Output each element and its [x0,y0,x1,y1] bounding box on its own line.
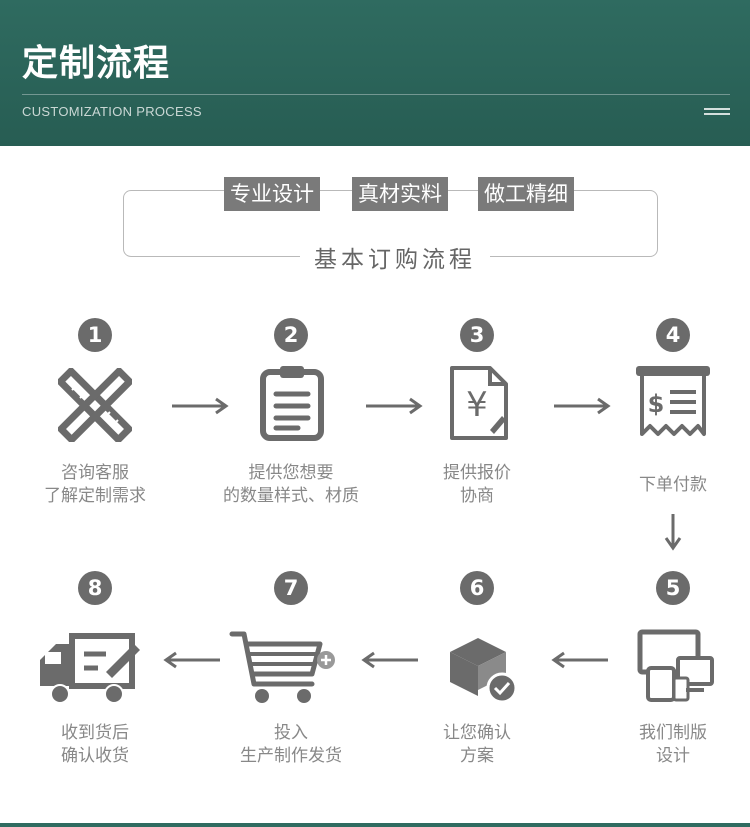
step-number-2: 2 [274,318,308,352]
step-label-line: 我们制版 [639,723,707,743]
step-label-3: 提供报价 协商 [412,462,542,508]
step-label-line: 生产制作发货 [240,746,342,766]
step-number-8: 8 [78,571,112,605]
arrow-right-icon [172,397,229,415]
step-label-line: 提供报价 [443,463,511,483]
step-label-line: 协商 [460,486,494,506]
arrow-right-icon [366,397,423,415]
bottom-divider [0,823,750,827]
step-label-8: 收到货后 确认收货 [20,722,170,768]
step-number-1: 1 [78,318,112,352]
page-subtitle: CUSTOMIZATION PROCESS [22,104,202,119]
step-label-4: 下单付款 [608,474,738,497]
step-number-7: 7 [274,571,308,605]
receipt-icon: $ [636,366,710,436]
approved-box-icon [450,638,518,704]
step-number-3: 3 [460,318,494,352]
step-label-line: 方案 [460,746,494,766]
process-title: 基本订购流程 [314,247,476,273]
step-label-6: 让您确认 方案 [412,722,542,768]
step-label-line: 了解定制需求 [44,486,146,506]
step-label-line: 提供您想要 [248,463,334,483]
price-document-icon: ¥ [450,366,508,440]
step-label-line: 确认收货 [61,746,129,766]
shopping-cart-icon [229,631,335,703]
delivery-truck-icon [40,633,140,704]
header-divider [22,94,730,95]
step-label-line: 投入 [274,723,308,743]
step-number-5: 5 [656,571,690,605]
step-number-6: 6 [460,571,494,605]
arrow-left-icon [163,651,220,669]
clipboard-icon [260,366,324,441]
feature-tag-materials: 真材实料 [352,177,448,211]
step-label-7: 投入 生产制作发货 [210,722,372,768]
arrow-right-icon [554,397,611,415]
svg-text:¥: ¥ [466,385,488,425]
design-tools-icon [58,368,132,442]
step-label-line: 让您确认 [443,723,511,743]
step-label-5: 我们制版 设计 [608,722,738,768]
feature-tag-design: 专业设计 [224,177,320,211]
frame-gap [300,250,490,262]
step-label-2: 提供您想要 的数量样式、材质 [200,462,382,508]
step-label-line: 设计 [656,746,690,766]
step-label-1: 咨询客服 了解定制需求 [20,462,170,508]
page-title: 定制流程 [22,43,171,84]
feature-tag-workmanship: 做工精细 [478,177,574,211]
menu-icon[interactable] [704,108,730,120]
step-label-line: 下单付款 [639,475,707,495]
step-label-line: 的数量样式、材质 [223,486,359,506]
devices-icon [637,629,714,702]
step-number-4: 4 [656,318,690,352]
svg-text:$: $ [648,390,665,418]
arrow-left-icon [361,651,418,669]
header-banner: 定制流程 CUSTOMIZATION PROCESS [0,0,750,146]
arrow-left-icon [551,651,608,669]
step-label-line: 咨询客服 [61,463,129,483]
arrow-down-icon [664,514,682,551]
step-label-line: 收到货后 [61,723,129,743]
